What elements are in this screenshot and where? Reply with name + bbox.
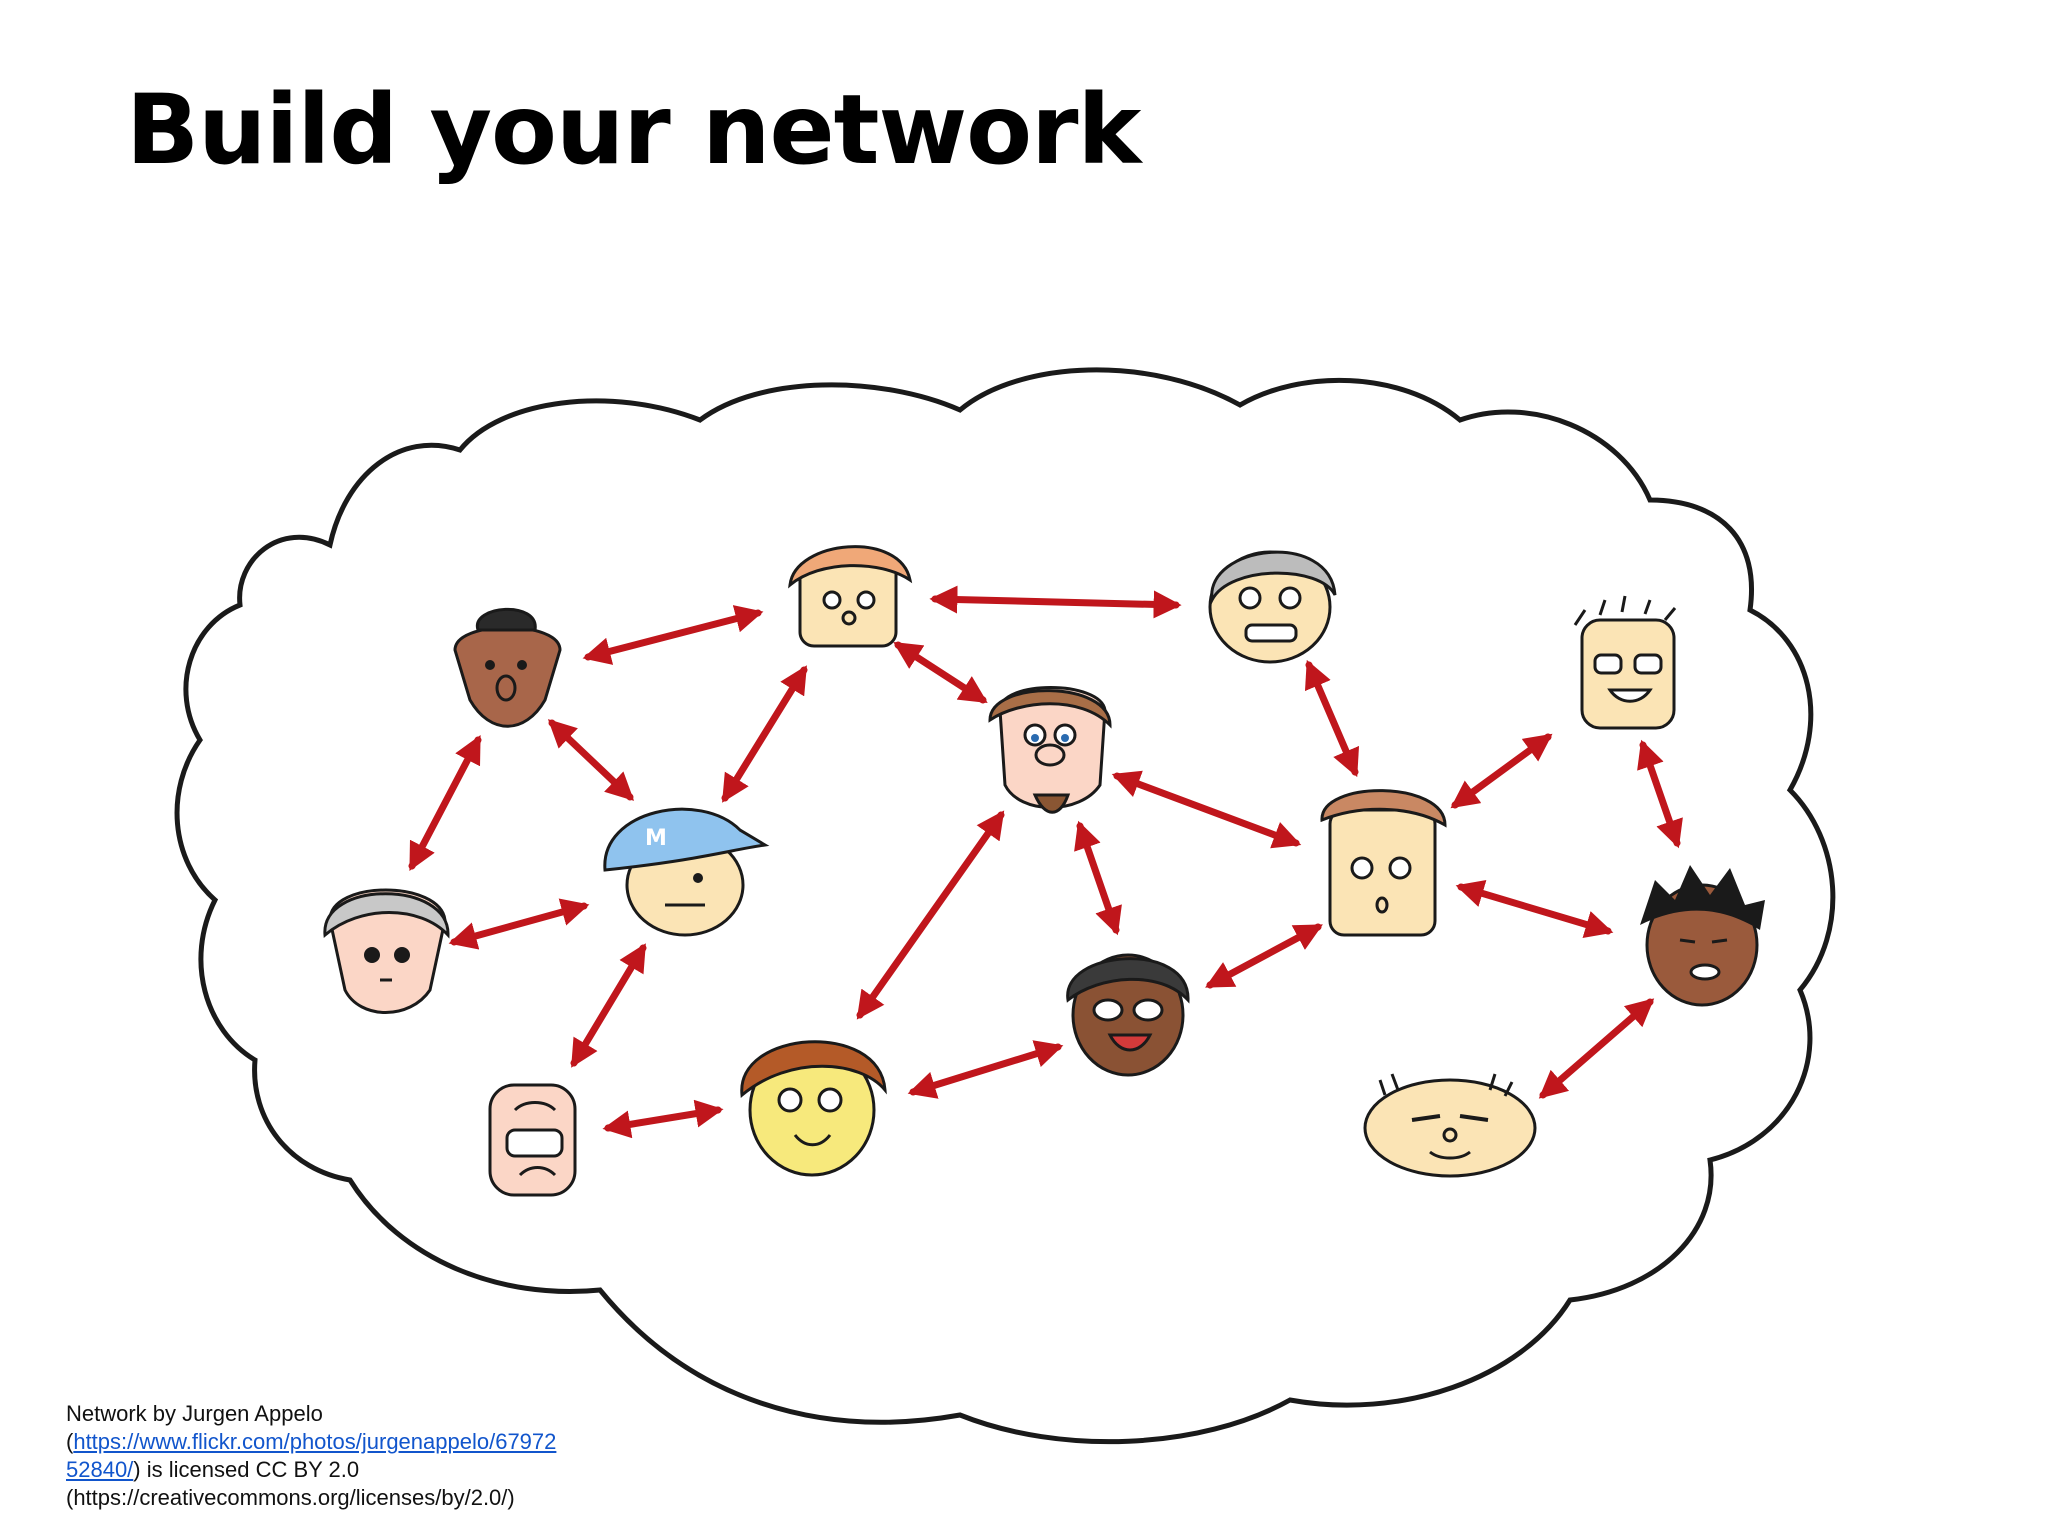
person-dark-skin-curly xyxy=(453,607,562,728)
cap-letter: M xyxy=(645,826,667,851)
credit-line-author: Network by Jurgen Appelo xyxy=(66,1401,323,1426)
connection-arrow xyxy=(408,735,482,871)
connection-arrow xyxy=(929,585,1182,619)
slide-title: Build your network xyxy=(126,74,1141,186)
connection-arrow xyxy=(547,719,635,801)
person-grey-hair-woman xyxy=(323,888,450,1014)
person-bearded-brown-hair xyxy=(988,686,1112,814)
credit-link-continued[interactable]: 52840/ xyxy=(66,1457,134,1482)
connection-arrow xyxy=(1304,659,1360,778)
person-dark-skin-glasses xyxy=(1066,953,1190,1077)
connection-arrow xyxy=(907,1040,1064,1099)
connection-arrow xyxy=(1205,923,1323,989)
cloud-outline xyxy=(174,367,1836,1445)
person-blue-cap: M xyxy=(603,807,770,937)
connection-arrow xyxy=(1455,880,1614,938)
connection-arrow xyxy=(602,1099,724,1139)
connection-arrow xyxy=(570,943,647,1068)
person-yellow-curly xyxy=(740,1040,887,1177)
credit-link[interactable]: https://www.flickr.com/photos/jurgenappe… xyxy=(73,1429,557,1454)
image-credit: Network by Jurgen Appelo (https://www.fl… xyxy=(66,1400,706,1512)
connection-arrow xyxy=(1637,739,1683,849)
person-dark-spiky-hair xyxy=(1640,865,1765,1007)
connection-arrow xyxy=(1450,733,1553,809)
connection-arrow xyxy=(582,605,764,665)
person-brown-hair-center xyxy=(1320,789,1447,937)
person-orange-hair xyxy=(788,545,913,648)
connection-arrows xyxy=(408,585,1683,1139)
connection-arrow xyxy=(721,665,808,803)
credit-open-paren: ( xyxy=(66,1429,74,1454)
credit-license-url: (https://creativecommons.org/licenses/by… xyxy=(66,1485,515,1510)
person-sleepy-baby xyxy=(1363,1073,1537,1178)
connection-arrow xyxy=(856,810,1005,1020)
connection-arrow xyxy=(448,898,590,950)
connection-arrow xyxy=(1111,770,1302,849)
person-grey-curly-hair xyxy=(1208,550,1337,664)
person-spiky-glasses xyxy=(1573,595,1677,730)
connection-arrow xyxy=(1538,998,1655,1099)
credit-license-text: ) is licensed CC BY 2.0 xyxy=(133,1457,360,1482)
connection-arrow xyxy=(893,641,988,704)
credit-line-link: (https://www.flickr.com/photos/jurgenapp… xyxy=(66,1428,706,1456)
person-bald-teeth xyxy=(488,1083,577,1197)
credit-line-license: 52840/) is licensed CC BY 2.0 xyxy=(66,1456,706,1484)
connection-arrow xyxy=(1074,820,1122,936)
